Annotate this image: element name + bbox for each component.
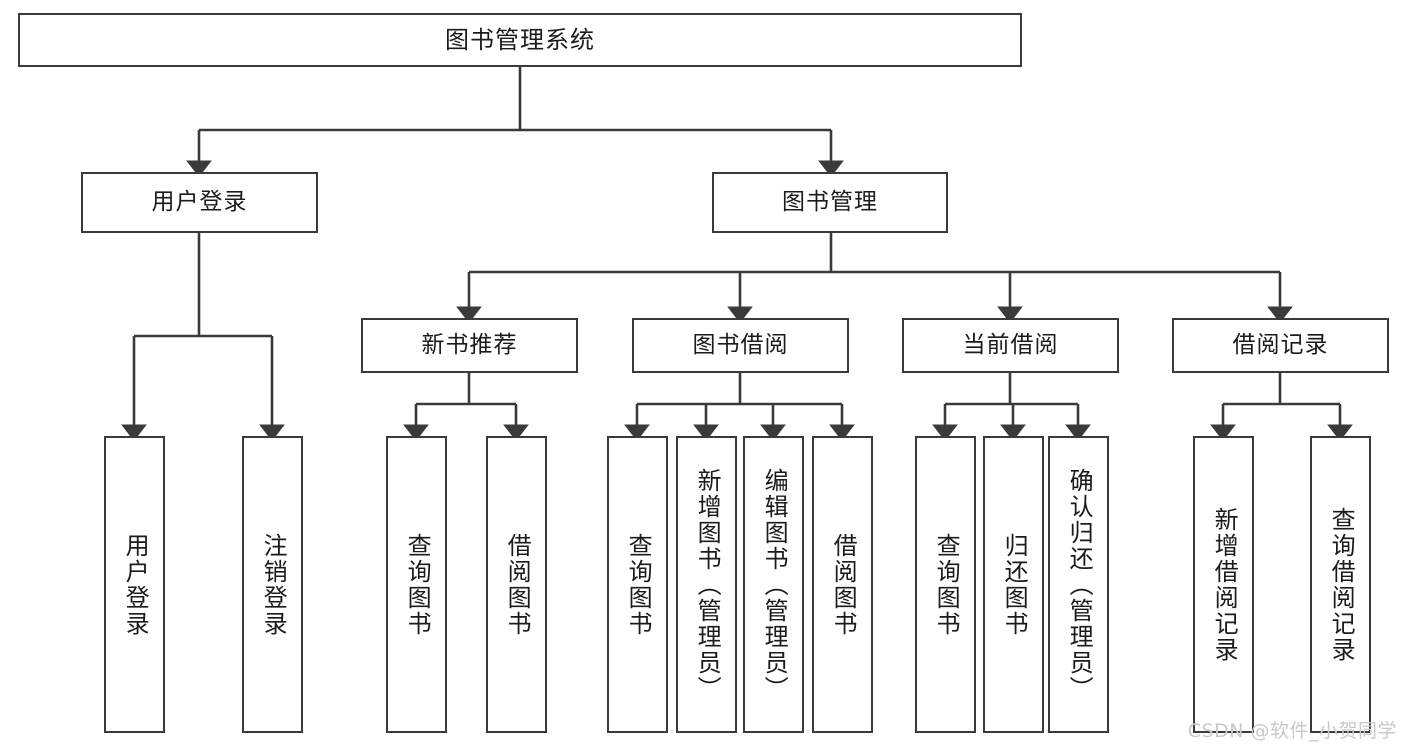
leaf-query-book-1-label: 查询图书 <box>403 532 432 637</box>
leaf-query-book-2[interactable]: 查询图书 <box>607 436 668 733</box>
leaf-confirm-return-admin-label: 确认归还（管理员） <box>1065 467 1094 702</box>
node-book-borrow[interactable]: 图书借阅 <box>632 318 849 373</box>
csdn-watermark: CSDN @软件_小贺同学 <box>1187 720 1397 742</box>
leaf-query-book-2-label: 查询图书 <box>624 532 653 637</box>
node-book-manage[interactable]: 图书管理 <box>712 172 948 233</box>
leaf-user-login-label: 用户登录 <box>121 532 150 637</box>
leaf-add-book-admin[interactable]: 新增图书（管理员） <box>676 436 737 733</box>
leaf-borrow-book-1[interactable]: 借阅图书 <box>486 436 547 733</box>
leaf-edit-book-admin-label: 编辑图书（管理员） <box>760 467 789 702</box>
node-current-borrow-label: 当前借阅 <box>962 331 1059 358</box>
leaf-user-logout-label: 注销登录 <box>259 532 288 637</box>
leaf-query-book-1[interactable]: 查询图书 <box>386 436 447 733</box>
leaf-borrow-book-2-label: 借阅图书 <box>829 532 858 637</box>
node-new-book-recommend-label: 新书推荐 <box>421 331 518 358</box>
node-user-login-label: 用户登录 <box>151 188 248 215</box>
leaf-add-borrow-record[interactable]: 新增借阅记录 <box>1193 436 1254 733</box>
node-current-borrow[interactable]: 当前借阅 <box>902 318 1119 373</box>
leaf-query-book-3-label: 查询图书 <box>932 532 961 637</box>
leaf-confirm-return-admin[interactable]: 确认归还（管理员） <box>1048 436 1109 733</box>
leaf-query-borrow-record[interactable]: 查询借阅记录 <box>1310 436 1371 733</box>
leaf-query-book-3[interactable]: 查询图书 <box>915 436 976 733</box>
leaf-add-book-admin-label: 新增图书（管理员） <box>693 467 722 702</box>
leaf-user-login[interactable]: 用户登录 <box>104 436 165 733</box>
node-user-login[interactable]: 用户登录 <box>81 172 318 233</box>
leaf-return-book[interactable]: 归还图书 <box>983 436 1044 733</box>
leaf-edit-book-admin[interactable]: 编辑图书（管理员） <box>743 436 804 733</box>
node-borrow-record-label: 借阅记录 <box>1232 331 1329 358</box>
node-new-book-recommend[interactable]: 新书推荐 <box>361 318 578 373</box>
leaf-borrow-book-1-label: 借阅图书 <box>503 532 532 637</box>
leaf-borrow-book-2[interactable]: 借阅图书 <box>812 436 873 733</box>
leaf-user-logout[interactable]: 注销登录 <box>242 436 303 733</box>
node-book-manage-label: 图书管理 <box>782 188 878 215</box>
leaf-query-borrow-record-label: 查询借阅记录 <box>1327 506 1356 663</box>
leaf-add-borrow-record-label: 新增借阅记录 <box>1210 506 1239 663</box>
node-root-label: 图书管理系统 <box>445 25 595 54</box>
leaf-return-book-label: 归还图书 <box>1000 532 1029 637</box>
node-root[interactable]: 图书管理系统 <box>18 13 1022 67</box>
node-book-borrow-label: 图书借阅 <box>692 331 789 358</box>
node-borrow-record[interactable]: 借阅记录 <box>1172 318 1389 373</box>
